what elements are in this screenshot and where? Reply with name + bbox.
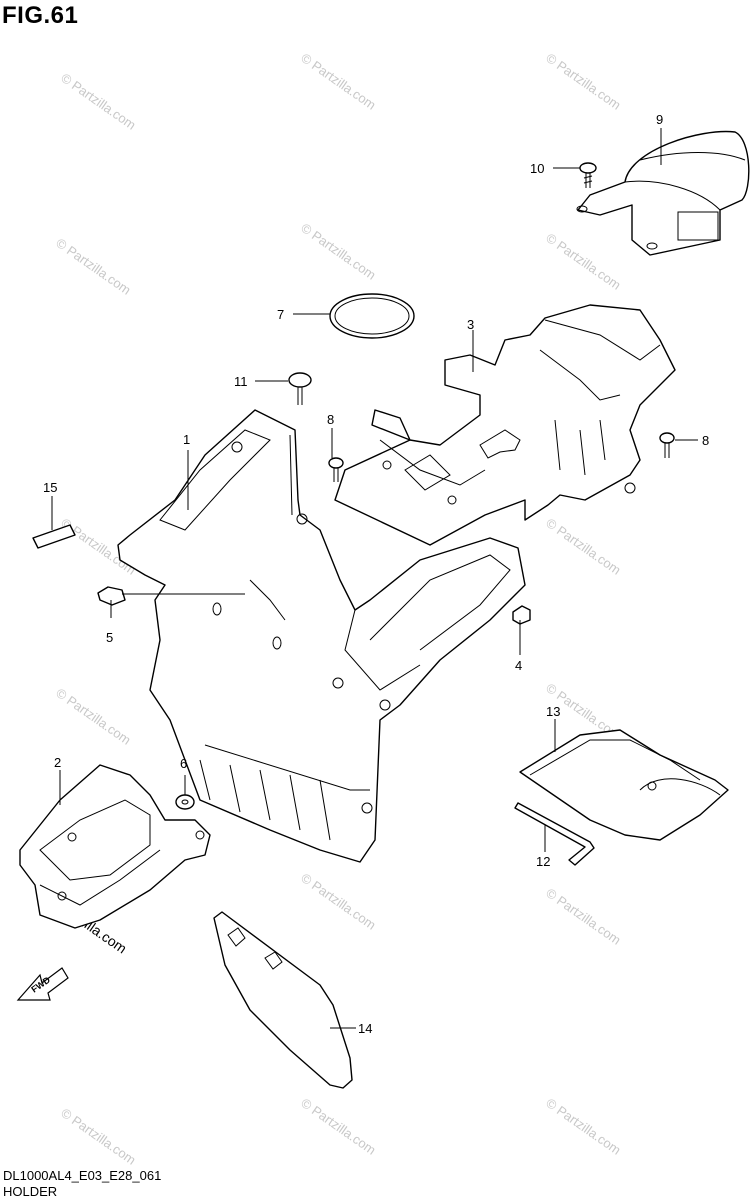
callout-2: 2 (54, 755, 61, 770)
part-5-nut (97, 586, 126, 606)
part-11-bolt (288, 372, 312, 405)
part-4-fastener (512, 605, 531, 625)
part-13-cover (519, 729, 729, 841)
callout-labels: 1 2 3 4 5 6 7 8 8 9 10 11 12 13 14 15 (43, 112, 709, 1036)
part-7-ring (329, 293, 415, 339)
watermark: © Partzilla.com (543, 515, 623, 578)
callout-7: 7 (277, 307, 284, 322)
callout-15: 15 (43, 480, 57, 495)
watermark: © Partzilla.com (298, 220, 378, 283)
watermark: © Partzilla.com (58, 70, 138, 133)
watermark: © Partzilla.com (53, 235, 133, 298)
callout-8-right: 8 (702, 433, 709, 448)
part-2-bracket (19, 764, 211, 929)
part-3-upper-holder (334, 304, 676, 546)
part-12-hex-wrench (514, 802, 595, 866)
watermark: © Partzilla.com (543, 1095, 623, 1158)
callout-3: 3 (467, 317, 474, 332)
leader-lines (51, 128, 698, 1029)
figure-title: FIG.61 (2, 2, 79, 29)
callout-6: 6 (180, 756, 187, 771)
watermark: © Partzilla.com (53, 685, 133, 748)
part-8-screw-left (328, 457, 344, 482)
part-1-main-holder (117, 409, 526, 863)
callout-11: 11 (234, 374, 248, 389)
part-9-cover (576, 130, 750, 256)
watermark: © Partzilla.com (298, 50, 378, 113)
watermark: © Partzilla.com (543, 50, 623, 113)
callout-5: 5 (106, 630, 113, 645)
watermark: © Partzilla.com (543, 885, 623, 948)
diagram-code: DL1000AL4_E03_E28_061 (3, 1168, 162, 1183)
part-14-plate (213, 911, 353, 1089)
watermark: © Partzilla.com (298, 1095, 378, 1158)
callout-14: 14 (358, 1021, 372, 1036)
part-10-screw (579, 162, 597, 188)
callout-8-left: 8 (327, 412, 334, 427)
callout-1: 1 (183, 432, 190, 447)
callout-13: 13 (546, 704, 560, 719)
part-15-pad (32, 524, 76, 549)
fwd-arrow: FWD (16, 967, 69, 1001)
part-8-screw-right (659, 432, 675, 458)
watermark: © Partzilla.com (58, 1105, 138, 1168)
watermark: © Partzilla.com (543, 230, 623, 293)
part-6-grommet (175, 794, 195, 810)
callout-9: 9 (656, 112, 663, 127)
diagram-name: HOLDER (3, 1184, 58, 1199)
callout-12: 12 (536, 854, 550, 869)
callout-4: 4 (515, 658, 522, 673)
callout-10: 10 (530, 161, 544, 176)
watermark: © Partzilla.com (298, 870, 378, 933)
